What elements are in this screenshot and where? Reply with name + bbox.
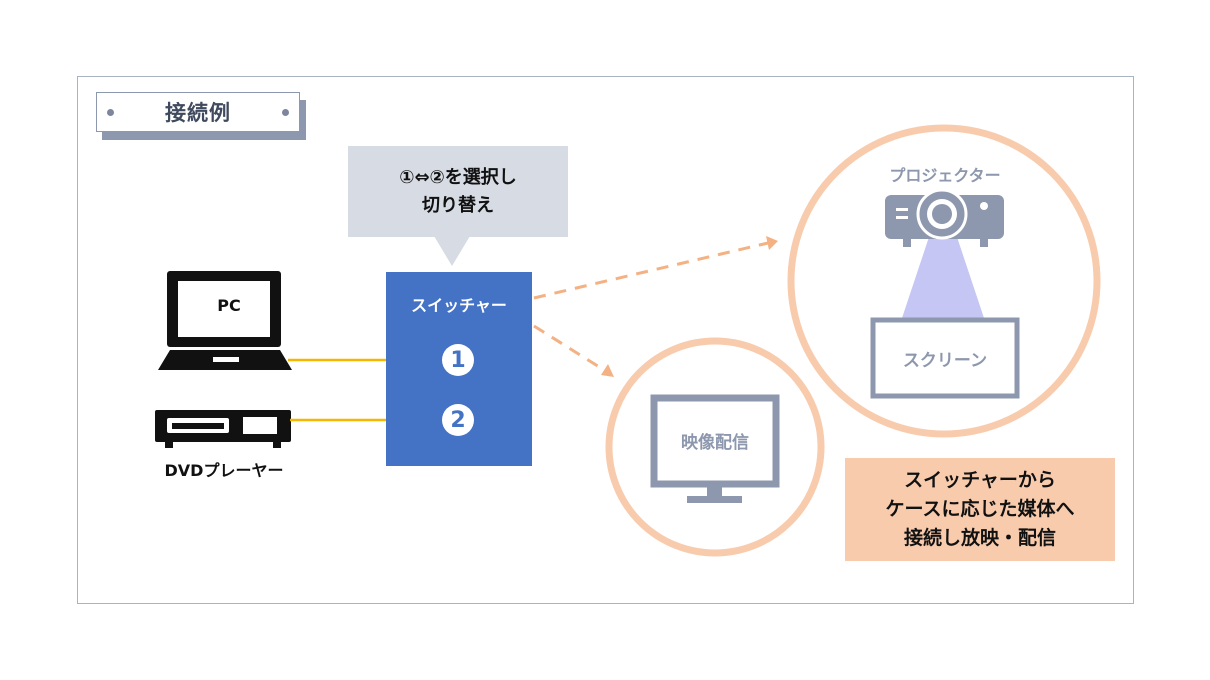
monitor-icon xyxy=(650,394,780,503)
input-port-1: 1 xyxy=(442,344,474,376)
dvd-player-label: DVDプレーヤー xyxy=(164,461,284,480)
pc-label: PC xyxy=(217,296,241,315)
title-dot-left xyxy=(107,109,114,116)
page-title: 接続例 xyxy=(165,101,231,125)
output-arrows xyxy=(533,236,778,377)
projector-label: プロジェクター xyxy=(889,166,1001,185)
note-line-2: ケースに応じた媒体へ xyxy=(885,498,1075,520)
callout-line-1: ①⇔②を選択し xyxy=(399,166,517,188)
screen-icon xyxy=(870,317,1020,399)
laptop-icon xyxy=(158,271,292,370)
note-line-3: 接続し放映・配信 xyxy=(903,527,1056,549)
projector-beam xyxy=(902,222,984,318)
switch-callout: ①⇔②を選択し 切り替え xyxy=(348,146,568,237)
callout-tail xyxy=(434,236,470,266)
callout-line-2: 切り替え xyxy=(422,194,494,216)
streaming-label: 映像配信 xyxy=(681,433,749,453)
input-port-2: 2 xyxy=(442,404,474,436)
switcher-box: スイッチャー 1 2 xyxy=(386,272,532,466)
title-dot-right xyxy=(282,109,289,116)
screen-label: スクリーン xyxy=(902,351,988,371)
switcher-label: スイッチャー xyxy=(411,296,507,315)
summary-note: スイッチャーから ケースに応じた媒体へ 接続し放映・配信 xyxy=(845,458,1115,561)
note-line-1: スイッチャーから xyxy=(904,469,1056,491)
title-box: 接続例 xyxy=(96,92,300,132)
dvd-player-icon xyxy=(155,410,291,448)
projector-icon xyxy=(885,188,1004,247)
